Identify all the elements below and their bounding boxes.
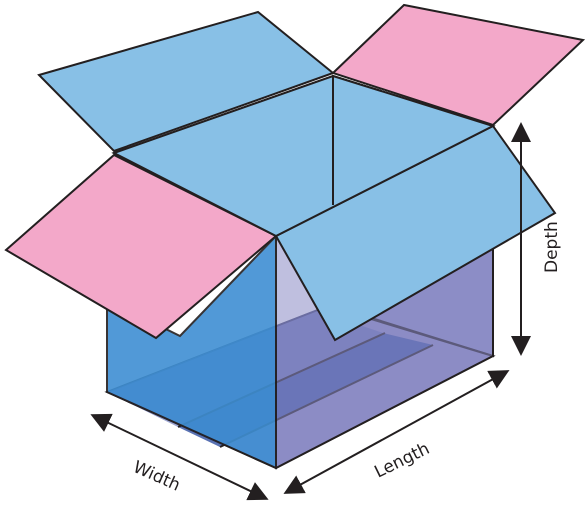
width-label: Width xyxy=(130,457,183,495)
width-arrow xyxy=(90,413,269,501)
length-arrow xyxy=(283,370,510,494)
flap-back-right xyxy=(331,3,586,127)
length-label: Length xyxy=(371,439,432,483)
depth-label: Depth xyxy=(542,221,562,273)
box-inner-back-surface xyxy=(111,74,496,238)
